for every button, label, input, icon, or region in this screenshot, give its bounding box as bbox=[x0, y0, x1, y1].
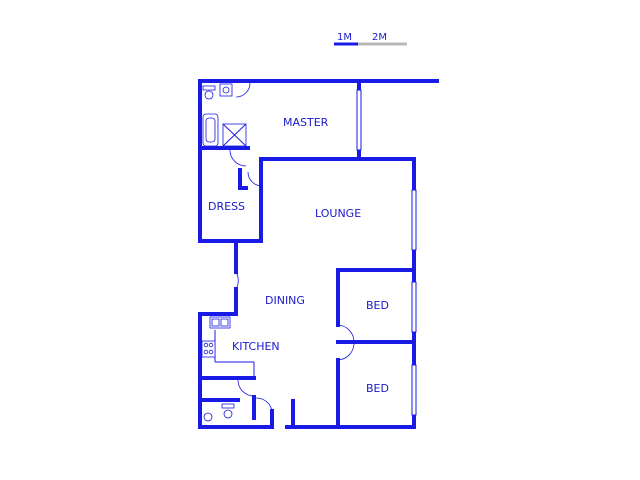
toilet-wc-icon bbox=[223, 409, 233, 419]
door-bath bbox=[235, 82, 251, 98]
toilet-master-icon bbox=[204, 90, 214, 100]
window-bed-2 bbox=[411, 364, 417, 416]
room-label-master: MASTER bbox=[283, 116, 329, 129]
kitchen-sink-icon bbox=[209, 316, 231, 329]
stove-burner-4 bbox=[208, 349, 214, 355]
basin-wc-icon bbox=[203, 412, 213, 422]
door-bed-1 bbox=[337, 324, 355, 343]
door-wc bbox=[237, 379, 255, 397]
kitchen-sink-bowl-a bbox=[211, 318, 220, 327]
scale-label-2m: 2M bbox=[372, 32, 387, 43]
stove-icon bbox=[201, 340, 216, 358]
stove-burner-3 bbox=[203, 349, 209, 355]
scale-bar: 1M 2M bbox=[334, 32, 407, 46]
door-dress bbox=[247, 171, 263, 187]
room-label-dress: DRESS bbox=[208, 200, 245, 213]
basin-master-bowl-icon bbox=[222, 86, 230, 94]
window-master bbox=[356, 89, 362, 151]
bathtub-inner-icon bbox=[205, 117, 216, 143]
doors bbox=[229, 82, 355, 412]
room-label-kitchen: KITCHEN bbox=[232, 340, 280, 353]
door-bed-2 bbox=[337, 343, 355, 361]
room-label-bed-2: BED bbox=[366, 382, 389, 395]
stove-burner-1 bbox=[203, 342, 209, 348]
window-bed-1 bbox=[411, 281, 417, 333]
window-lounge bbox=[411, 189, 417, 251]
door-entry bbox=[255, 397, 273, 412]
room-labels: MASTER LOUNGE DRESS DINING KITCHEN BED B… bbox=[208, 116, 389, 395]
door-dining-left bbox=[235, 271, 239, 290]
fixtures bbox=[201, 83, 255, 422]
toilet-wc-tank-icon bbox=[221, 403, 235, 409]
room-label-lounge: LOUNGE bbox=[315, 207, 361, 220]
stove-burner-2 bbox=[208, 342, 214, 348]
door-master-bath bbox=[229, 149, 247, 167]
scale-label-1m: 1M bbox=[337, 32, 352, 43]
kitchen-sink-bowl-b bbox=[220, 318, 229, 327]
shower-cross-b bbox=[222, 123, 247, 147]
room-label-bed-1: BED bbox=[366, 299, 389, 312]
toilet-master-tank-icon bbox=[202, 85, 216, 91]
room-label-dining: DINING bbox=[265, 294, 305, 307]
windows bbox=[356, 89, 417, 416]
